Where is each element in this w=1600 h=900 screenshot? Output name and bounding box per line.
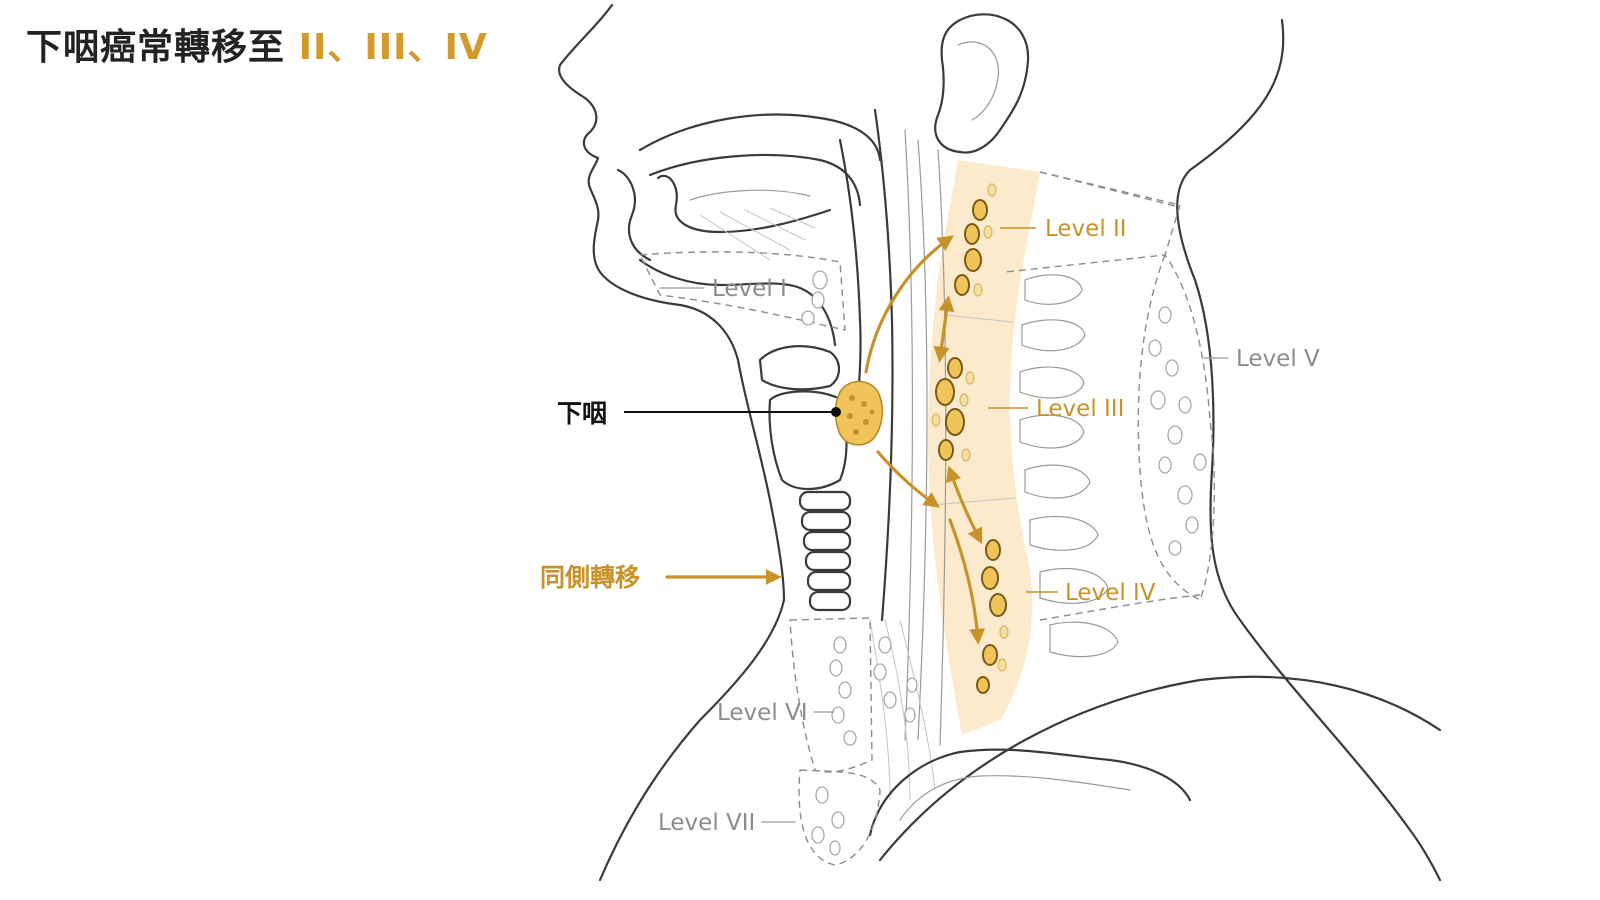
palate xyxy=(648,153,862,207)
ear-outline xyxy=(934,13,1030,154)
thyroid-cartilage xyxy=(768,390,848,490)
title-highlight: II、III、IV xyxy=(298,27,488,68)
level-2-region xyxy=(1004,171,1181,273)
level-7-region xyxy=(798,769,881,866)
tongue-surface xyxy=(689,189,811,201)
level-2-3-divider xyxy=(944,314,1013,323)
label-level-7: Level VII xyxy=(658,810,755,836)
clavicle-inner xyxy=(899,775,1131,821)
metastasis-arrow-icon xyxy=(665,235,986,645)
hyoid-bone xyxy=(758,345,841,391)
clavicle xyxy=(868,748,1192,837)
nasal-cavity xyxy=(638,113,882,162)
tongue-muscle-lines xyxy=(699,207,816,261)
neck-muscle-lines xyxy=(904,129,947,746)
label-level-3: Level III xyxy=(1036,396,1124,422)
grey-nodes-level-1 xyxy=(801,270,828,326)
face-profile-outline xyxy=(558,3,786,882)
jaw-line xyxy=(638,258,837,347)
ear-inner xyxy=(957,41,1000,121)
tongue-outline xyxy=(656,174,832,234)
back-of-neck-outline xyxy=(1176,18,1442,882)
level-5-lower xyxy=(1039,594,1201,621)
hypopharynx-tumor-icon xyxy=(834,380,884,446)
upper-lip xyxy=(616,168,652,262)
title-main: 下咽癌常轉移至 xyxy=(26,27,286,68)
trachea-rings xyxy=(798,490,852,612)
cervical-spine xyxy=(1019,274,1119,658)
page-title: 下咽癌常轉移至 II、III、IV xyxy=(26,18,488,70)
gold-nodes-level-2 xyxy=(954,183,997,297)
gold-nodes-level-3 xyxy=(931,357,975,462)
gold-nodes-level-4 xyxy=(976,539,1009,694)
level-2-4-highlight-band xyxy=(928,160,1040,735)
shoulder-outline xyxy=(878,675,1442,862)
level-5-top-line xyxy=(1039,171,1176,207)
label-level-2: Level II xyxy=(1045,216,1127,242)
grey-nodes-level-6 xyxy=(829,636,918,746)
label-level-1: Level I xyxy=(712,276,787,302)
label-hypopharynx: 下咽 xyxy=(557,399,607,428)
label-level-4: Level IV xyxy=(1065,580,1156,606)
grey-nodes-level-7 xyxy=(811,786,845,856)
hypopharynx-pointer-dot xyxy=(831,407,841,417)
label-level-6: Level VI xyxy=(717,700,808,726)
grey-nodes-level-5 xyxy=(1148,306,1207,556)
label-level-5: Level V xyxy=(1236,346,1320,372)
pharynx-wall-back xyxy=(873,108,894,622)
level-6-region xyxy=(789,617,873,773)
level-1-region xyxy=(638,251,846,331)
label-ipsilateral-metastasis: 同側轉移 xyxy=(540,563,640,592)
